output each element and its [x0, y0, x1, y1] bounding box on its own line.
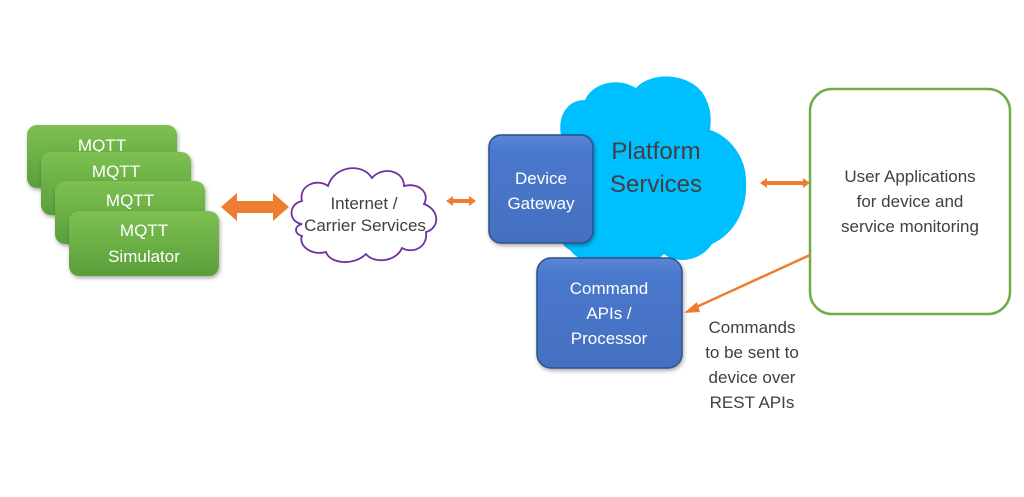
command-arrow: [684, 253, 811, 313]
mqtt-simulator-card: MQTT Simulator: [69, 211, 219, 276]
user-apps-line3: service monitoring: [841, 217, 979, 236]
platform-label: Platform: [611, 138, 700, 165]
internet-carrier-cloud: Internet / Carrier Services: [290, 167, 438, 263]
command-processor-box: Command APIs / Processor: [536, 257, 683, 369]
mqtt-card-label: MQTT: [120, 221, 168, 240]
mqtt-card-label: MQTT: [78, 136, 126, 155]
carrier-services-label: Carrier Services: [304, 216, 426, 235]
commands-note: Commands to be sent to device over REST …: [705, 318, 799, 412]
commands-note-line4: REST APIs: [710, 393, 795, 412]
double-arrow-mqtt-internet: [221, 193, 289, 221]
internet-label: Internet /: [330, 194, 397, 213]
arrowhead-icon: [684, 302, 700, 313]
platform-services-cloud: Platform Services: [549, 76, 747, 265]
user-applications-box: User Applications for device and service…: [808, 87, 1012, 316]
apis-label: APIs /: [586, 304, 632, 323]
user-apps-line1: User Applications: [844, 167, 975, 186]
processor-label: Processor: [571, 329, 648, 348]
commands-note-line2: to be sent to: [705, 343, 799, 362]
services-label: Services: [610, 171, 702, 198]
mqtt-simulator-stack: MQTT MQTT MQTT MQTT Simulator: [27, 125, 219, 276]
double-arrow-platform-userapps: [760, 178, 810, 188]
double-arrow-internet-gateway: [446, 196, 476, 206]
cloud-shape: [549, 76, 747, 265]
mqtt-simulator-label: Simulator: [108, 247, 180, 266]
cloud-shape: [290, 167, 438, 263]
commands-note-line3: device over: [709, 368, 796, 387]
double-arrow-icon: [221, 193, 289, 221]
user-apps-line2: for device and: [857, 192, 964, 211]
commands-note-line1: Commands: [709, 318, 796, 337]
mqtt-card-label: MQTT: [92, 162, 140, 181]
device-gateway-box: Device Gateway: [488, 134, 594, 244]
mqtt-card-label: MQTT: [106, 191, 154, 210]
device-label: Device: [515, 169, 567, 188]
gateway-label: Gateway: [507, 194, 575, 213]
command-label: Command: [570, 279, 648, 298]
